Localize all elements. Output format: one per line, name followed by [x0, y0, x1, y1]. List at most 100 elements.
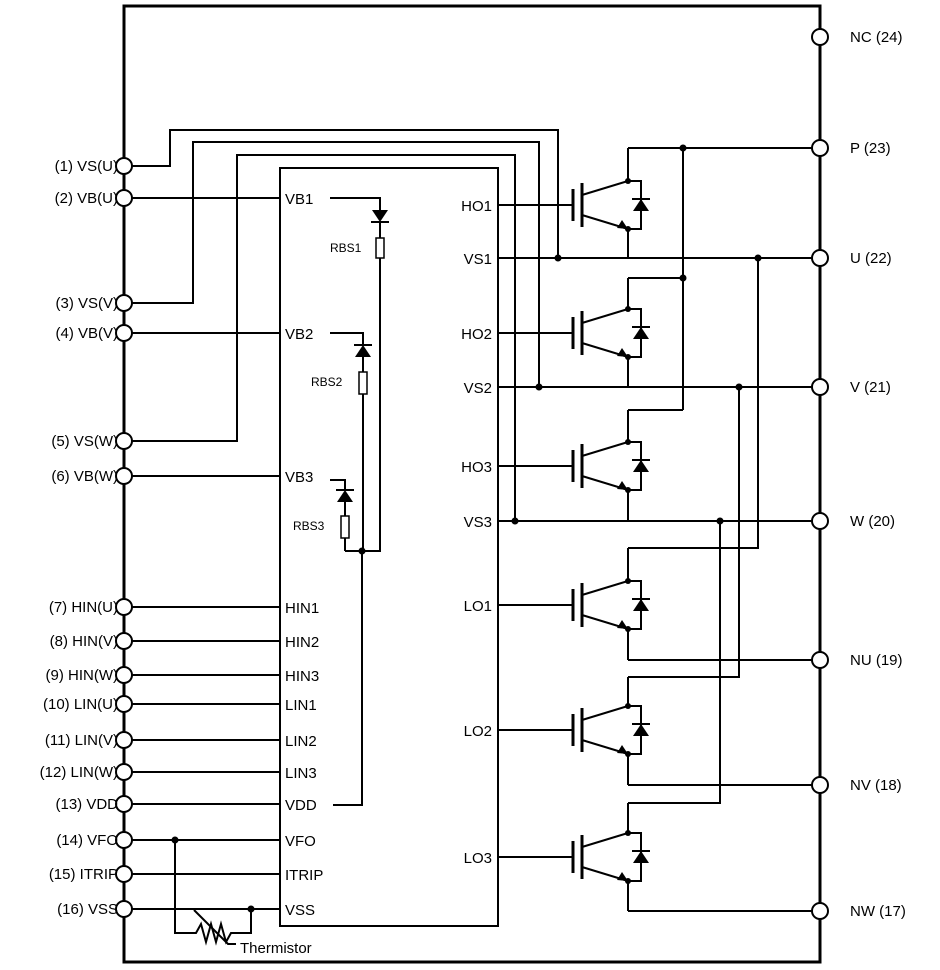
freewheel-diode	[633, 599, 649, 611]
left-pin-group: (1) VS(U) (2) VB(U) (3) VS(V) (4) VB(V) (5) …	[40, 157, 133, 918]
thermistor-label: Thermistor	[240, 940, 312, 957]
pin-4-vb-v	[115, 324, 133, 342]
pin-1-vs-u	[115, 157, 133, 175]
pin-15-itrip	[115, 865, 133, 883]
pin-p-23	[811, 139, 829, 157]
ic-pin-lo3: LO3	[464, 850, 492, 867]
pin-11-lin-v	[115, 731, 133, 749]
pin-label-7-hin-u: (7) HIN(U)	[49, 599, 118, 616]
ic-pin-vdd: VDD	[285, 797, 317, 814]
pin-label-3-vs-v: (3) VS(V)	[55, 295, 118, 312]
pin-label-u-22: U (22)	[850, 250, 892, 267]
ic-pin-vss: VSS	[285, 902, 315, 919]
ic-pin-itrip: ITRIP	[285, 867, 323, 884]
pin-6-vb-w	[115, 467, 133, 485]
rbs2-resistor	[358, 371, 368, 395]
right-pin-group: NC (24) P (23) U (22) V (21) W (20) NU (19) NV…	[811, 28, 906, 920]
freewheel-diode	[633, 199, 649, 211]
igbt-high-u	[571, 148, 650, 258]
pin-label-8-hin-v: (8) HIN(V)	[50, 633, 118, 650]
igbt-low-w	[571, 803, 650, 911]
rbs2-label: RBS2	[311, 375, 343, 389]
freewheel-diode	[633, 327, 649, 339]
pin-label-w-20: W (20)	[850, 513, 895, 530]
pin-label-16-vss: (16) VSS	[57, 901, 118, 918]
ic-pin-lin1: LIN1	[285, 697, 317, 714]
pin-label-15-itrip: (15) ITRIP	[49, 866, 118, 883]
igbt-low-u	[571, 548, 650, 660]
ic-pin-ho2: HO2	[461, 326, 492, 343]
ic-pin-lo2: LO2	[464, 723, 492, 740]
thermistor-wire	[174, 840, 252, 946]
igbt-high-v	[571, 278, 650, 387]
ic-pin-vb3: VB3	[285, 469, 313, 486]
rbs3-label: RBS3	[293, 519, 325, 533]
pin-label-5-vs-w: (5) VS(W)	[51, 433, 118, 450]
pin-5-vs-w	[115, 432, 133, 450]
pin-v-21	[811, 378, 829, 396]
ic-pin-hin1: HIN1	[285, 600, 319, 617]
pin-label-nc-24: NC (24)	[850, 29, 903, 46]
pin-label-10-lin-u: (10) LIN(U)	[43, 696, 118, 713]
bootstrap-diode-1	[372, 210, 388, 222]
rbs1-resistor	[375, 237, 385, 259]
thermistor-arrow	[193, 909, 236, 945]
pin-label-nv-18: NV (18)	[850, 777, 902, 794]
igbt-high-w	[571, 410, 650, 521]
bootstrap-diode-2	[355, 345, 371, 357]
igbt-group	[571, 148, 650, 911]
pin-8-hin-v	[115, 632, 133, 650]
pin-nu-19	[811, 651, 829, 669]
pin-nv-18	[811, 776, 829, 794]
igbt-low-v	[571, 677, 650, 785]
ic-pin-ho1: HO1	[461, 198, 492, 215]
pin-label-p-23: P (23)	[850, 140, 891, 157]
wire-vsv	[132, 141, 540, 387]
pin-u-22	[811, 249, 829, 267]
pin-7-hin-u	[115, 598, 133, 616]
pin-12-lin-w	[115, 763, 133, 781]
ic-pin-lo1: LO1	[464, 598, 492, 615]
ic-pin-ho3: HO3	[461, 459, 492, 476]
wire-vsw	[132, 154, 516, 521]
wire-vsu	[132, 129, 559, 258]
ic-pin-vfo: VFO	[285, 833, 316, 850]
pin-label-13-vdd: (13) VDD	[55, 796, 118, 813]
pin-nc-24	[811, 28, 829, 46]
pin-label-9-hin-w: (9) HIN(W)	[46, 667, 118, 684]
pin-14-vfo	[115, 831, 133, 849]
pin-label-nu-19: NU (19)	[850, 652, 903, 669]
pin-label-6-vb-w: (6) VB(W)	[51, 468, 118, 485]
ic-pin-vs1: VS1	[464, 251, 492, 268]
ic-pin-lin3: LIN3	[285, 765, 317, 782]
pin-10-lin-u	[115, 695, 133, 713]
bootstrap-diode-3	[337, 490, 353, 502]
freewheel-diode	[633, 851, 649, 863]
pin-label-14-vfo: (14) VFO	[56, 832, 118, 849]
pin-3-vs-v	[115, 294, 133, 312]
ic-pin-vb1: VB1	[285, 191, 313, 208]
ic-pin-lin2: LIN2	[285, 733, 317, 750]
pin-label-1-vs-u: (1) VS(U)	[55, 158, 118, 175]
ic-pin-hin3: HIN3	[285, 668, 319, 685]
pin-label-nw-17: NW (17)	[850, 903, 906, 920]
freewheel-diode	[633, 724, 649, 736]
ic-pin-hin2: HIN2	[285, 634, 319, 651]
pin-label-4-vb-v: (4) VB(V)	[55, 325, 118, 342]
pin-2-vb-u	[115, 189, 133, 207]
pin-nw-17	[811, 902, 829, 920]
ic-pin-vs2: VS2	[464, 380, 492, 397]
module-outline	[122, 4, 822, 964]
pin-label-2-vb-u: (2) VB(U)	[55, 190, 118, 207]
driver-ic-box	[279, 167, 499, 927]
rbs1-label: RBS1	[330, 241, 362, 255]
ic-pin-vb2: VB2	[285, 326, 313, 343]
pin-label-v-21: V (21)	[850, 379, 891, 396]
rbs3-resistor	[340, 515, 350, 539]
pin-label-11-lin-v: (11) LIN(V)	[45, 732, 118, 749]
pin-16-vss	[115, 900, 133, 918]
pin-w-20	[811, 512, 829, 530]
